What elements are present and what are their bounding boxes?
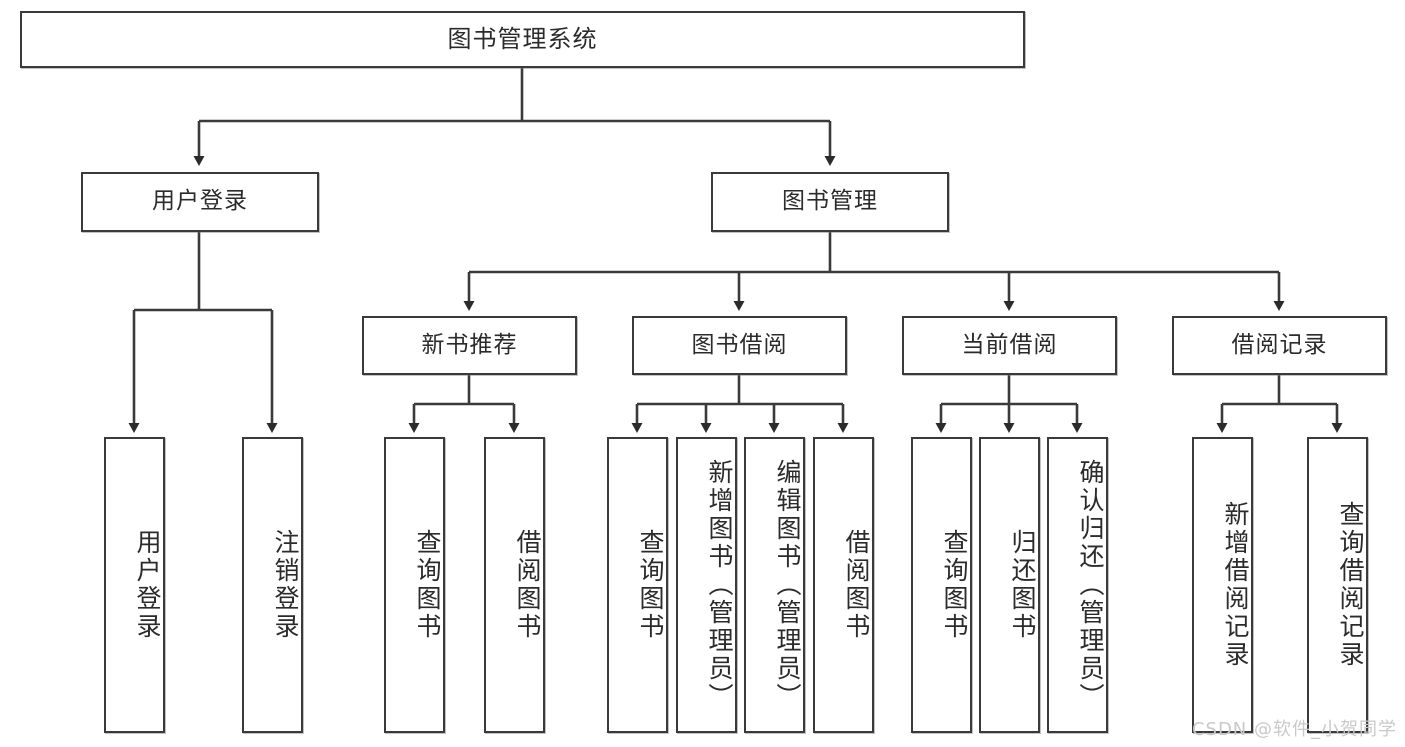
node-label: 确认归还（管理员） xyxy=(1076,459,1105,711)
node-label: 编辑图书（管理员） xyxy=(773,459,802,711)
leaf-borrow-add-book[interactable]: 新增图书（管理员） xyxy=(676,437,737,733)
node-label: 新书推荐 xyxy=(421,331,518,358)
leaf-record-query-record[interactable]: 查询借阅记录 xyxy=(1307,437,1368,733)
node-label: 借阅图书 xyxy=(513,529,542,641)
node-label: 新增借阅记录 xyxy=(1221,501,1250,669)
leaf-borrow-query-book[interactable]: 查询图书 xyxy=(607,437,668,733)
node-label: 借阅记录 xyxy=(1231,331,1328,358)
node-label: 用户登录 xyxy=(133,529,162,641)
node-current-borrow[interactable]: 当前借阅 xyxy=(902,316,1117,375)
node-borrow-record[interactable]: 借阅记录 xyxy=(1172,316,1387,375)
node-label: 借阅图书 xyxy=(842,529,871,641)
node-new-book-recommend[interactable]: 新书推荐 xyxy=(362,316,577,375)
node-label: 查询图书 xyxy=(413,529,442,641)
leaf-new-book-query-book[interactable]: 查询图书 xyxy=(384,437,445,733)
node-label: 图书管理 xyxy=(782,188,878,215)
node-book-management[interactable]: 图书管理 xyxy=(711,172,949,232)
leaf-borrow-edit-book[interactable]: 编辑图书（管理员） xyxy=(744,437,805,733)
node-label: 归还图书 xyxy=(1008,529,1037,641)
leaf-record-add-record[interactable]: 新增借阅记录 xyxy=(1192,437,1253,733)
leaf-new-book-borrow-book[interactable]: 借阅图书 xyxy=(484,437,545,733)
node-root-book-management-system[interactable]: 图书管理系统 xyxy=(20,11,1025,68)
node-label: 新增图书（管理员） xyxy=(705,459,734,711)
leaf-current-return-book[interactable]: 归还图书 xyxy=(979,437,1040,733)
node-label: 查询借阅记录 xyxy=(1336,501,1365,669)
node-label: 查询图书 xyxy=(636,529,665,641)
node-user-login[interactable]: 用户登录 xyxy=(81,172,319,232)
leaf-borrow-borrow-book[interactable]: 借阅图书 xyxy=(813,437,874,733)
csdn-watermark: CSDN @软件_小贺同学 xyxy=(1191,719,1397,740)
leaf-user-login-login[interactable]: 用户登录 xyxy=(104,437,165,733)
node-label: 用户登录 xyxy=(152,188,248,215)
leaf-current-query-book[interactable]: 查询图书 xyxy=(911,437,972,733)
node-label: 图书管理系统 xyxy=(447,25,598,54)
node-label: 注销登录 xyxy=(271,529,300,641)
node-book-borrow[interactable]: 图书借阅 xyxy=(632,316,847,375)
leaf-current-confirm-return[interactable]: 确认归还（管理员） xyxy=(1047,437,1108,733)
node-label: 图书借阅 xyxy=(691,331,788,358)
leaf-user-login-logout[interactable]: 注销登录 xyxy=(242,437,303,733)
node-label: 当前借阅 xyxy=(961,331,1058,358)
node-label: 查询图书 xyxy=(940,529,969,641)
